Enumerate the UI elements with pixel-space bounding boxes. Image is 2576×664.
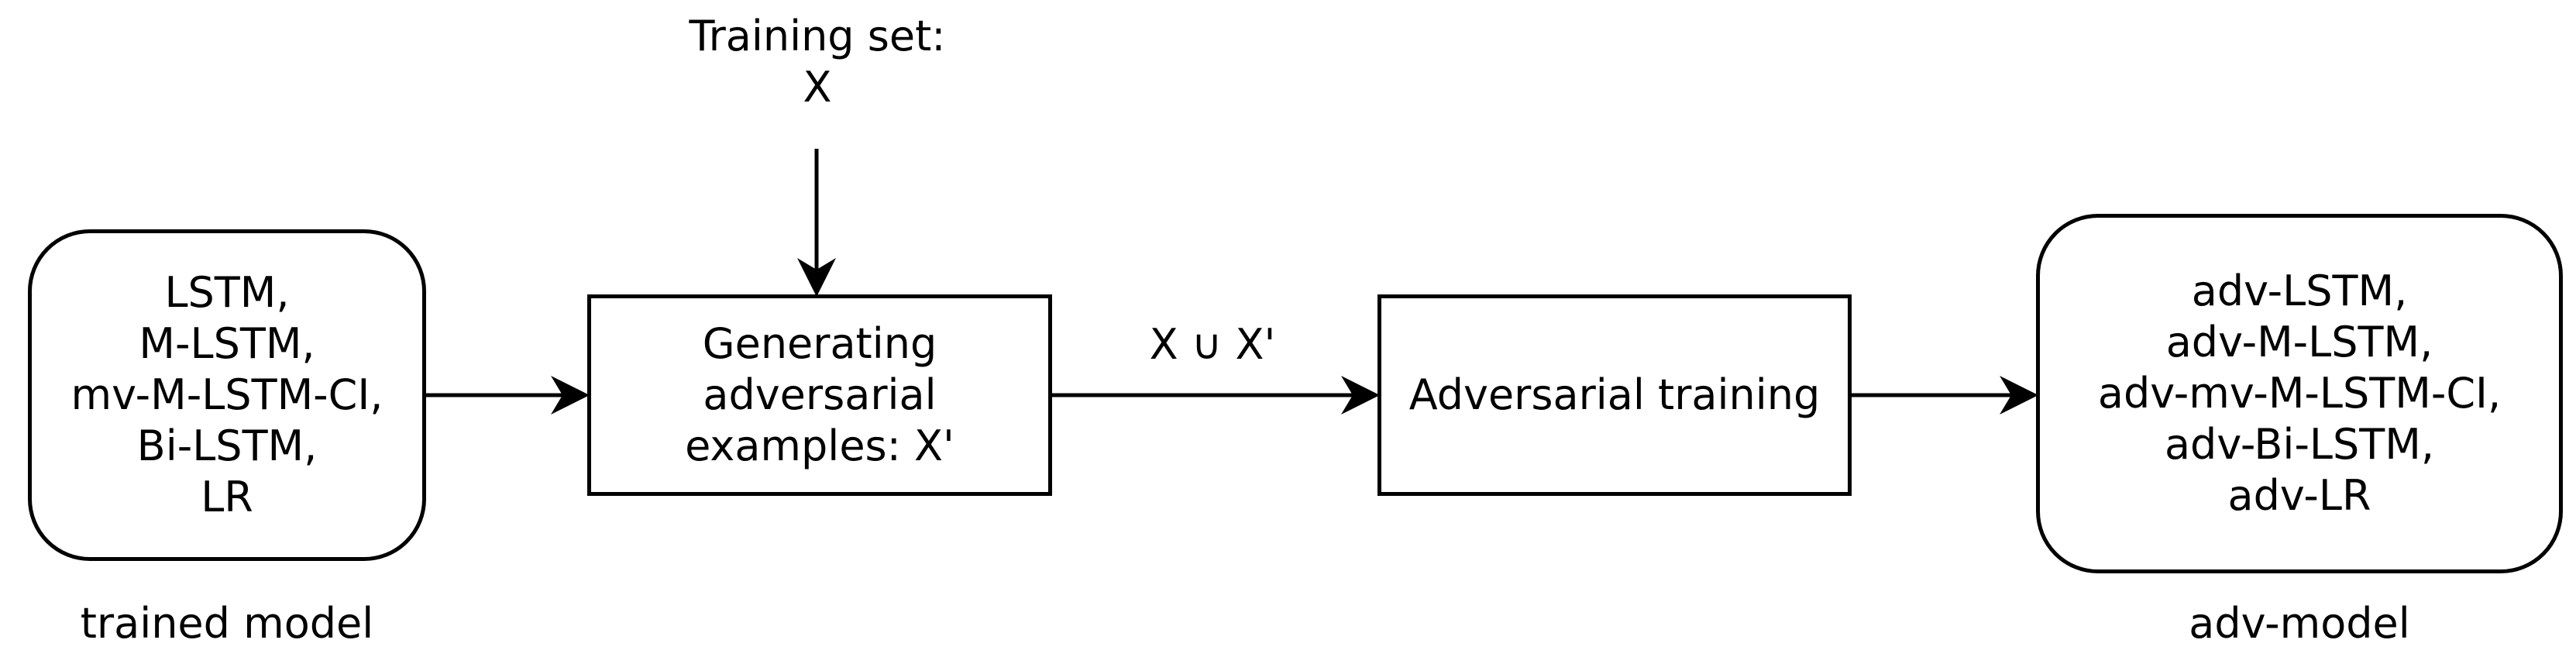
adv-model-name: adv-mv-M-LSTM-CI, [2097, 369, 2502, 418]
model-name: LR [201, 473, 253, 521]
adv-model-name: adv-LR [2227, 471, 2371, 520]
generator-label: Generating [702, 319, 937, 368]
training-set-label: Training set: X [643, 11, 992, 113]
training-set-title: Training set: [689, 12, 946, 60]
adv-model-caption: adv-model [2189, 599, 2410, 648]
model-name: mv-M-LSTM-CI, [71, 370, 383, 419]
adversarial-training-box: Adversarial training [1377, 294, 1852, 496]
adv-model-box: adv-LSTM, adv-M-LSTM, adv-mv-M-LSTM-CI, … [2036, 214, 2563, 573]
model-name: LSTM, [164, 268, 290, 317]
trained-model-box: LSTM, M-LSTM, mv-M-LSTM-CI, Bi-LSTM, LR [28, 229, 426, 561]
generator-label: adversarial [703, 370, 937, 419]
union-label: X ∪ X' [1149, 320, 1276, 369]
adv-model-name: adv-Bi-LSTM, [2164, 420, 2435, 469]
generator-box: Generating adversarial examples: X' [587, 294, 1052, 496]
model-name: M-LSTM, [139, 319, 315, 368]
adv-model-name: adv-LSTM, [2191, 267, 2408, 315]
adversarial-training-label: Adversarial training [1408, 370, 1821, 419]
model-name: Bi-LSTM, [136, 421, 318, 470]
generator-label: examples: X' [685, 421, 954, 470]
trained-model-caption: trained model [80, 599, 374, 648]
adv-model-name: adv-M-LSTM, [2165, 318, 2433, 366]
training-set-symbol: X [803, 63, 832, 112]
